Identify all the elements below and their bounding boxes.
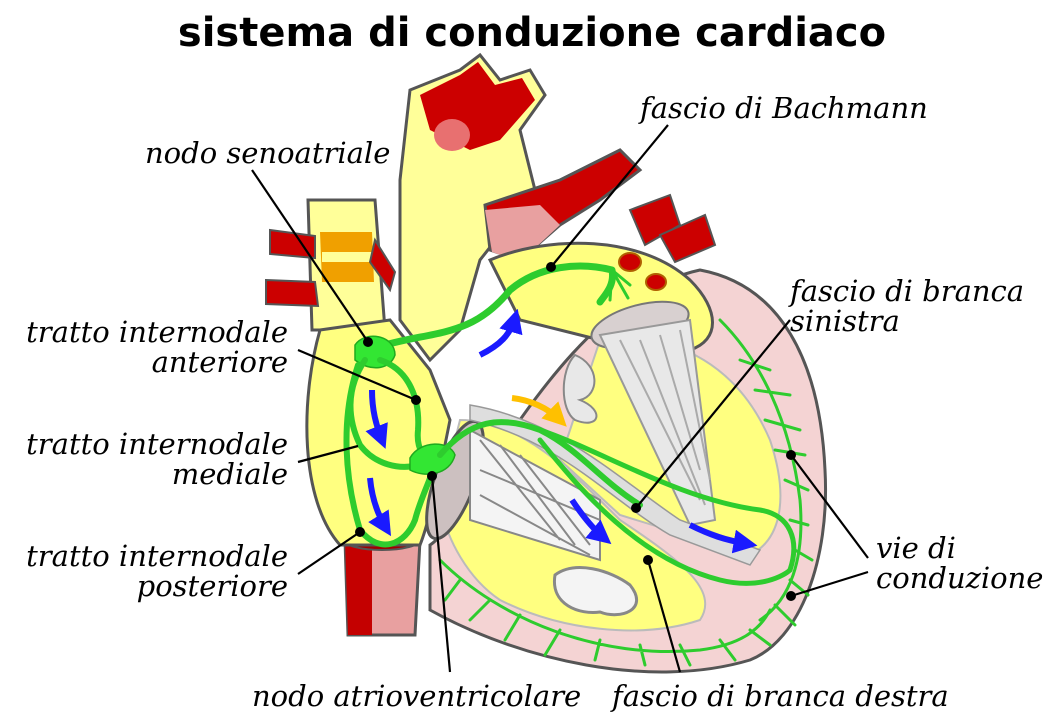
label-tratto-mediale-line1: tratto internodale — [26, 427, 288, 461]
leader-dot — [786, 591, 796, 601]
leader-dot — [363, 337, 373, 347]
leader-dot — [643, 555, 653, 565]
label-tratto-anteriore-line1: tratto internodale — [26, 315, 288, 349]
pulmonary-vein-opening — [646, 274, 666, 290]
label-fascio-branca-sinistra-line1: fascio di branca — [788, 274, 1024, 308]
label-fascio-bachmann: fascio di Bachmann — [638, 91, 928, 125]
label-nodo-atrioventricolare: nodo atrioventricolare — [252, 679, 581, 713]
blue-arrow — [480, 318, 515, 355]
pulmonary-vein-opening — [619, 253, 641, 271]
label-tratto-posteriore-line2: posteriore — [137, 569, 288, 603]
label-tratto-anteriore-line2: anteriore — [152, 345, 288, 379]
leader-dot — [631, 503, 641, 513]
label-fascio-branca-destra: fascio di branca destra — [610, 679, 949, 713]
label-vie-conduzione-line2: conduzione — [876, 561, 1043, 595]
diagram-title: sistema di conduzione cardiaco — [178, 10, 886, 56]
leader-dot — [786, 450, 796, 460]
leader-dot — [411, 395, 421, 405]
leader-dot — [546, 262, 556, 272]
label-nodo-senoatriale: nodo senoatriale — [145, 136, 390, 170]
label-vie-conduzione-line1: vie di — [876, 531, 956, 565]
leader-dot — [355, 527, 365, 537]
label-tratto-mediale-line2: mediale — [172, 457, 288, 491]
label-tratto-posteriore-line1: tratto internodale — [26, 539, 288, 573]
label-fascio-branca-sinistra-line2: sinistra — [790, 304, 900, 338]
leader-dot — [427, 471, 437, 481]
